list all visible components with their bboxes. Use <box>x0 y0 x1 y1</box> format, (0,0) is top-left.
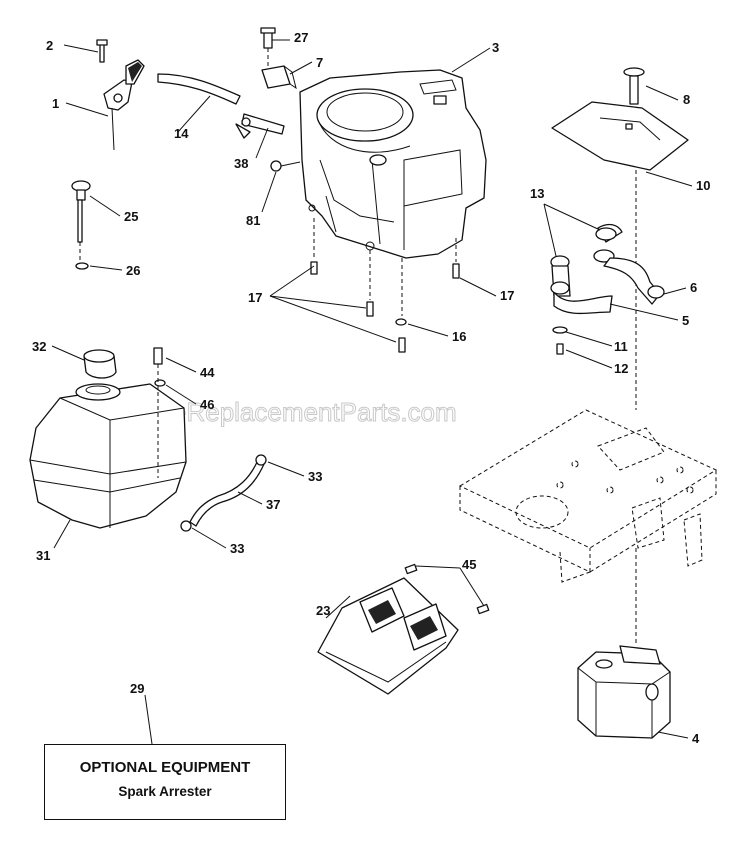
callout-11: 11 <box>614 339 628 354</box>
callout-8: 8 <box>683 92 690 107</box>
fuel-line-37-part <box>180 454 267 532</box>
chassis-frame-part <box>458 409 718 583</box>
callout-1: 1 <box>52 96 59 111</box>
callout-25: 25 <box>124 209 138 224</box>
engine-bolts <box>310 261 460 353</box>
callout-29: 29 <box>130 681 144 696</box>
callout-14: 14 <box>174 126 189 141</box>
callout-32: 32 <box>32 339 46 354</box>
callout-46: 46 <box>200 397 214 412</box>
callout-44: 44 <box>200 365 215 380</box>
callout-17-right: 17 <box>500 288 514 303</box>
dipstick-part <box>71 180 91 270</box>
callout-4: 4 <box>692 731 700 746</box>
callout-31: 31 <box>36 548 50 563</box>
fuel-line-part <box>157 73 301 172</box>
optional-equipment-box: OPTIONAL EQUIPMENT Spark Arrester <box>44 744 286 820</box>
callout-7: 7 <box>316 55 323 70</box>
callout-17-left: 17 <box>248 290 262 305</box>
callout-16: 16 <box>452 329 466 344</box>
leader-lines <box>51 39 693 745</box>
callout-37: 37 <box>266 497 280 512</box>
optional-equipment-title: OPTIONAL EQUIPMENT <box>79 759 251 776</box>
callout-10: 10 <box>696 178 710 193</box>
callout-5: 5 <box>682 313 689 328</box>
callout-81: 81 <box>246 213 260 228</box>
engine-part <box>299 69 487 259</box>
watermark-text: eReplacementParts.com <box>172 397 457 427</box>
exhaust-pipes-part <box>550 223 665 355</box>
callout-13: 13 <box>530 186 544 201</box>
fuel-tank-part <box>29 347 187 529</box>
heat-shield-part <box>551 67 689 410</box>
callout-33-top: 33 <box>308 469 322 484</box>
callout-27: 27 <box>294 30 308 45</box>
callout-12: 12 <box>614 361 628 376</box>
callout-23: 23 <box>316 603 330 618</box>
muffler-part <box>577 548 671 739</box>
spark-arrester-label: Spark Arrester <box>118 784 212 799</box>
callout-33-bottom: 33 <box>230 541 244 556</box>
callout-45: 45 <box>462 557 476 572</box>
callout-3: 3 <box>492 40 499 55</box>
callout-labels: 2 1 14 27 7 3 38 81 8 10 13 6 5 11 12 17… <box>32 30 710 746</box>
callout-2: 2 <box>46 38 53 53</box>
callout-6: 6 <box>690 280 697 295</box>
callout-38: 38 <box>234 156 248 171</box>
fuel-pump-bracket-part <box>260 27 297 90</box>
spark-arrester-part <box>317 563 490 695</box>
throttle-control-part <box>96 39 145 151</box>
callout-26: 26 <box>126 263 140 278</box>
